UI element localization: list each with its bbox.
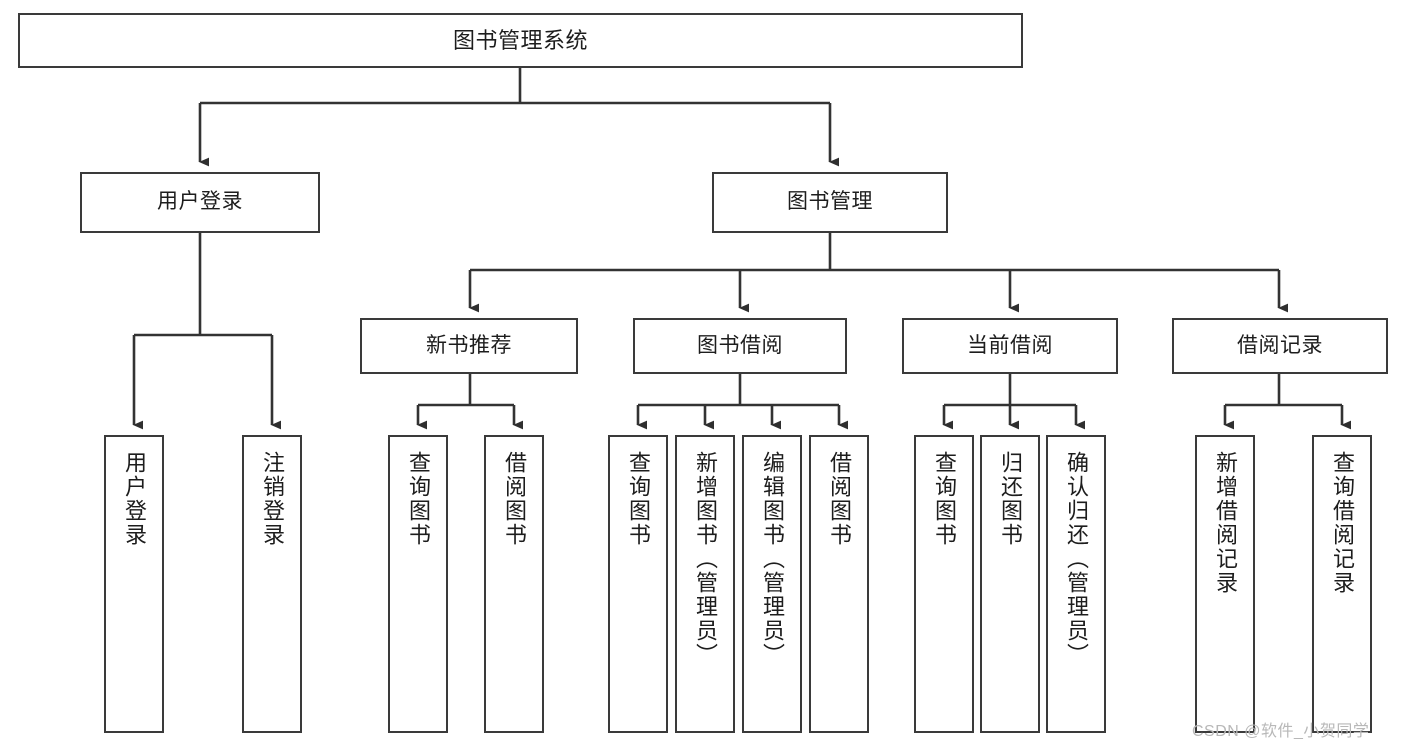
node-root-book-management-system[interactable]: 图书管理系统	[18, 13, 1023, 68]
node-new-book-recommend[interactable]: 新书推荐	[360, 318, 578, 374]
node-label: 查询图书	[406, 451, 431, 547]
node-label: 当前借阅	[967, 333, 1053, 357]
node-current-borrow[interactable]: 当前借阅	[902, 318, 1118, 374]
node-label: 新书推荐	[426, 333, 512, 357]
leaf-new-book-query[interactable]: 查询图书	[388, 435, 448, 733]
node-label: 图书管理系统	[452, 27, 588, 53]
node-label: 新增借阅记录	[1213, 451, 1238, 595]
node-label: 归还图书	[998, 451, 1023, 547]
leaf-current-confirm-return-admin[interactable]: 确认归还（管理员）	[1046, 435, 1106, 733]
leaf-record-add-borrow-record[interactable]: 新增借阅记录	[1195, 435, 1255, 733]
leaf-user-login-signout[interactable]: 注销登录	[242, 435, 302, 733]
node-label: 查询图书	[626, 451, 651, 547]
node-label: 借阅图书	[827, 451, 852, 547]
node-label: 编辑图书（管理员）	[760, 451, 785, 667]
leaf-borrow-borrow-book[interactable]: 借阅图书	[809, 435, 869, 733]
node-label: 图书借阅	[697, 333, 783, 357]
node-label: 用户登录	[122, 451, 147, 547]
leaf-borrow-edit-book-admin[interactable]: 编辑图书（管理员）	[742, 435, 802, 733]
node-borrow-record[interactable]: 借阅记录	[1172, 318, 1388, 374]
node-label: 注销登录	[260, 451, 285, 547]
node-label: 借阅记录	[1237, 333, 1323, 357]
leaf-user-login-signin[interactable]: 用户登录	[104, 435, 164, 733]
node-book-management[interactable]: 图书管理	[712, 172, 948, 233]
node-label: 借阅图书	[502, 451, 527, 547]
leaf-borrow-query-book[interactable]: 查询图书	[608, 435, 668, 733]
leaf-record-query-borrow-record[interactable]: 查询借阅记录	[1312, 435, 1372, 733]
node-label: 图书管理	[787, 190, 873, 214]
leaf-current-return-book[interactable]: 归还图书	[980, 435, 1040, 733]
node-label: 确认归还（管理员）	[1064, 451, 1089, 667]
leaf-current-query-book[interactable]: 查询图书	[914, 435, 974, 733]
node-label: 用户登录	[157, 190, 243, 214]
node-label: 查询借阅记录	[1330, 451, 1355, 595]
leaf-new-book-borrow[interactable]: 借阅图书	[484, 435, 544, 733]
leaf-borrow-add-book-admin[interactable]: 新增图书（管理员）	[675, 435, 735, 733]
node-book-borrow[interactable]: 图书借阅	[633, 318, 847, 374]
node-label: 查询图书	[932, 451, 957, 547]
node-label: 新增图书（管理员）	[693, 451, 718, 667]
csdn-watermark: CSDN @软件_小贺同学	[1192, 723, 1370, 740]
node-user-login[interactable]: 用户登录	[80, 172, 320, 233]
